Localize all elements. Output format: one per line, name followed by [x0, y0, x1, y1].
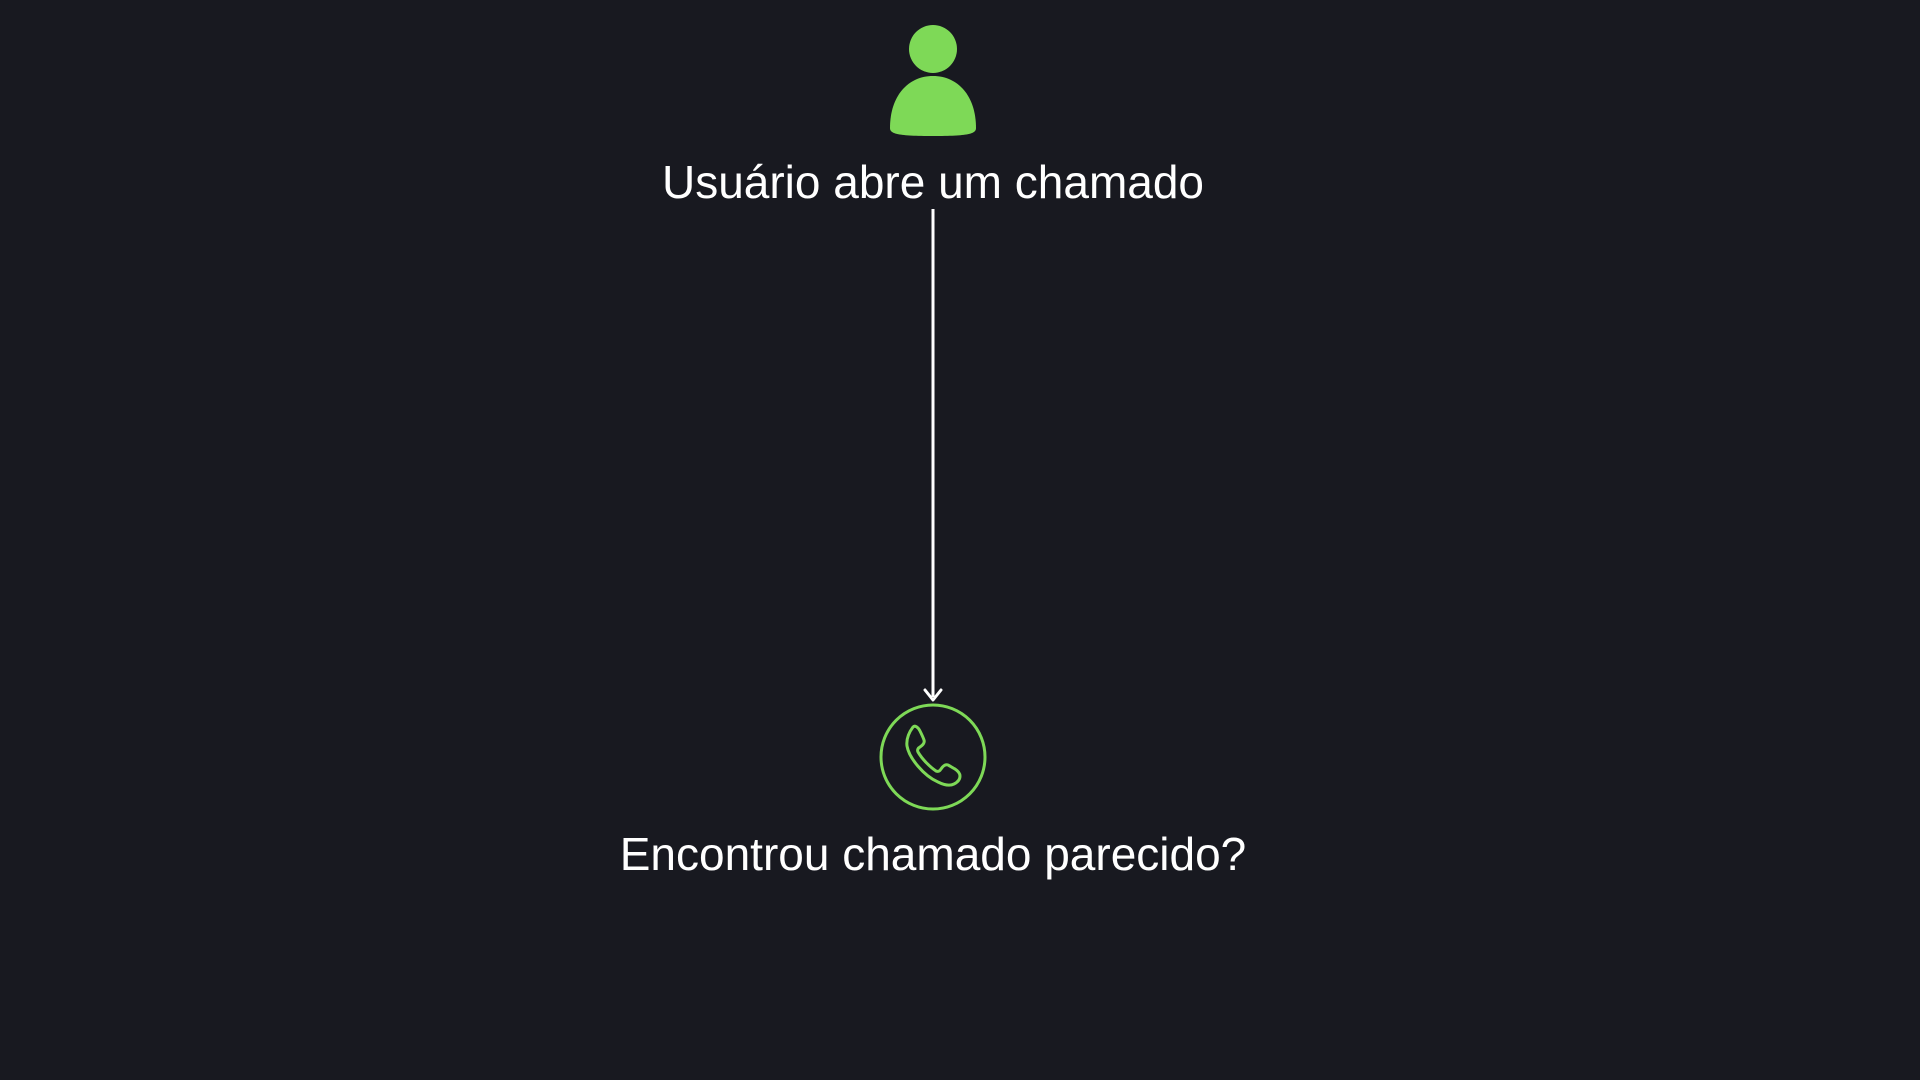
phone-icon — [879, 703, 987, 811]
flow-arrow-head — [923, 688, 943, 702]
start-node-label: Usuário abre um chamado — [661, 156, 1205, 208]
person-icon — [890, 25, 976, 136]
decision-node-label: Encontrou chamado parecido? — [619, 828, 1247, 880]
